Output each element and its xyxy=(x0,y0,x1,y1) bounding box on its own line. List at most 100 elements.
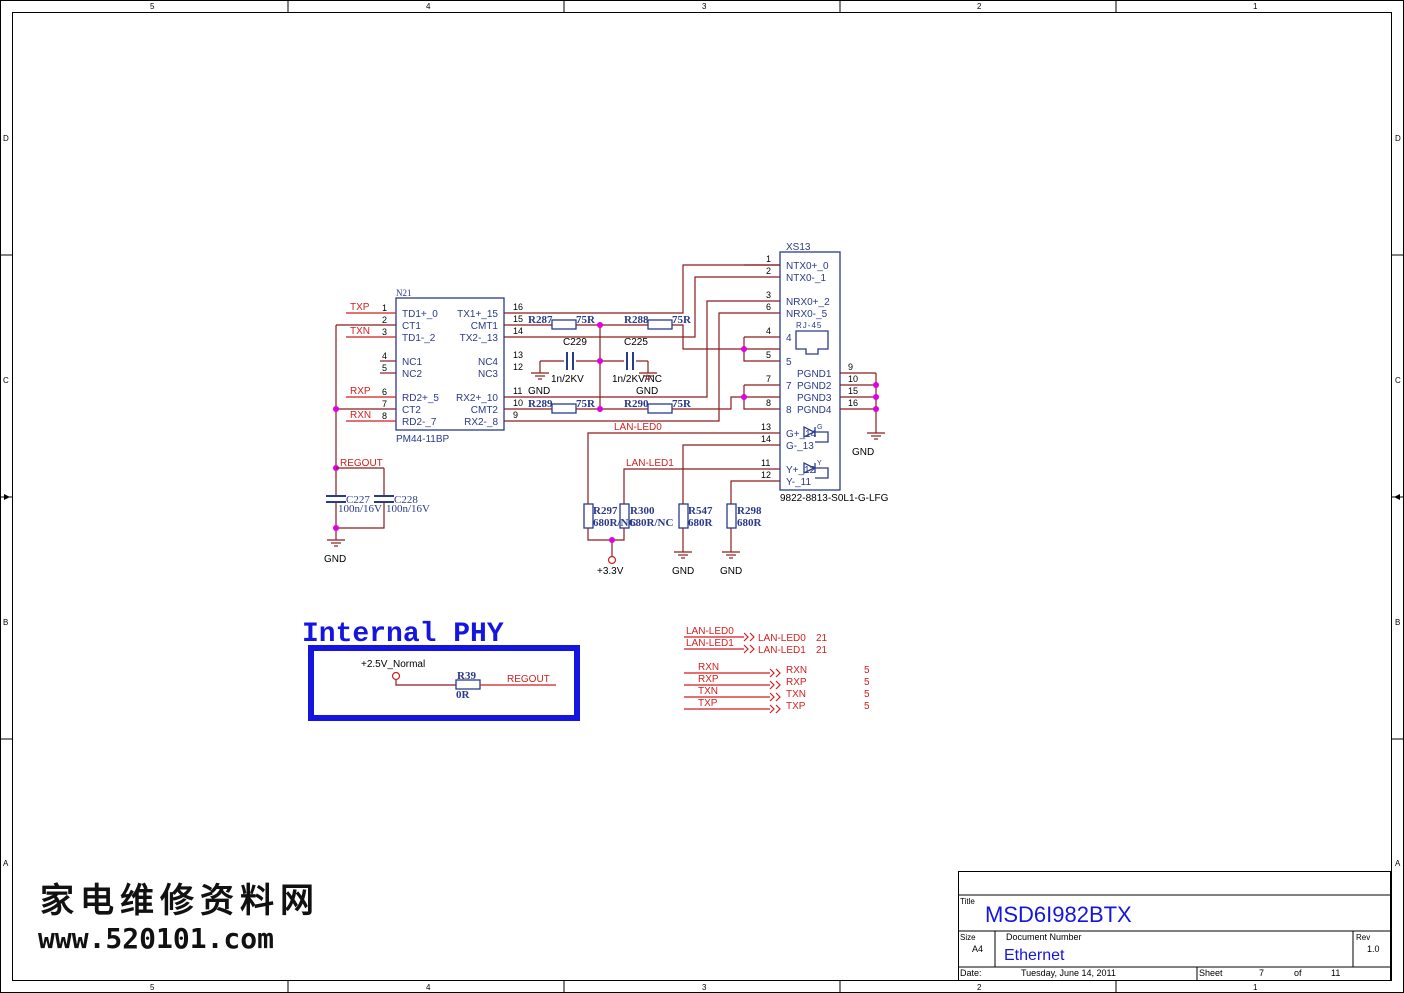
row-label: B xyxy=(3,618,8,627)
net-label: TXN xyxy=(350,326,370,337)
resistor-ref: R297 xyxy=(593,505,618,517)
pin-number: 9 xyxy=(513,410,518,420)
gnd-label: GND xyxy=(672,566,694,577)
pin-number: 13 xyxy=(513,350,523,360)
pin-name: PGND1 xyxy=(797,369,832,380)
pin-name: TD1-_2 xyxy=(402,333,436,344)
connector-ref: XS13 xyxy=(786,242,811,253)
resistor-ref: R300 xyxy=(630,505,655,517)
date-label: Date: xyxy=(960,968,982,978)
pin-number: 6 xyxy=(766,302,771,312)
pin-name: NC3 xyxy=(478,369,498,380)
pin-number: 4 xyxy=(766,326,771,336)
pin-name: RX2-_8 xyxy=(464,417,498,428)
pin-name: 7 xyxy=(786,381,792,392)
pin-name: 8 xyxy=(786,405,792,416)
resistor-r297 xyxy=(583,503,594,529)
pin-name: NC4 xyxy=(478,357,498,368)
offpage-label: LAN-LED1 xyxy=(758,645,806,656)
resistor-value: 75R xyxy=(576,398,596,410)
pin-name: NTX0+_0 xyxy=(786,261,829,272)
cap-value: 100n/16V xyxy=(386,503,430,515)
pin-name: NC2 xyxy=(402,369,422,380)
col-label: 5 xyxy=(150,983,155,992)
internal-phy-block: Internal PHY +2.5V_Normal R39 0R REGOUT xyxy=(302,619,580,721)
pin-number: 8 xyxy=(382,411,387,421)
pin-number: 16 xyxy=(848,398,858,408)
pin-number: 1 xyxy=(766,254,771,264)
pin-name: PGND2 xyxy=(797,381,832,392)
col-label: 3 xyxy=(702,983,707,992)
resistor-r287 xyxy=(551,319,577,330)
resistor-value: 680R/NC xyxy=(630,517,673,529)
pin-number: 4 xyxy=(382,351,387,361)
offpage-page: 5 xyxy=(864,677,870,688)
watermark-line2: www.520101.com xyxy=(38,922,274,955)
power-label: +3.3V xyxy=(597,566,624,577)
pin-name: 4 xyxy=(786,333,792,344)
row-label: D xyxy=(1395,134,1401,143)
col-label: 4 xyxy=(426,983,431,992)
rev-label: Rev xyxy=(1356,933,1370,942)
col-label: 2 xyxy=(977,983,982,992)
tx-rx-wiring xyxy=(504,264,780,422)
cap-value: 1n/2KV xyxy=(551,374,584,385)
net-label: REGOUT xyxy=(507,674,550,685)
cap-value: 1n/2KV/NC xyxy=(612,374,662,385)
pin-number: 5 xyxy=(382,363,387,373)
pin-number: 5 xyxy=(766,350,771,360)
gnd-label: GND xyxy=(324,554,346,565)
title-label: Title xyxy=(960,897,975,906)
transformer-part: PM44-11BP xyxy=(396,434,450,445)
resistor-value: 75R xyxy=(576,314,596,326)
net-label: LAN-LED1 xyxy=(626,458,674,469)
row-label: D xyxy=(3,134,9,143)
net-label: LAN-LED0 xyxy=(614,422,662,433)
pin-name: G+_14 xyxy=(786,429,817,440)
pin-number: 2 xyxy=(766,266,771,276)
pin-number: 11 xyxy=(761,458,770,468)
pin-number: 14 xyxy=(513,326,523,336)
phy-title: Internal PHY xyxy=(302,619,504,650)
pin-number: 3 xyxy=(382,327,387,337)
net-label: RXP xyxy=(350,386,371,397)
row-label: A xyxy=(1395,859,1401,868)
pin-name: NRX0-_5 xyxy=(786,309,828,320)
pin-number: 11 xyxy=(513,386,522,396)
gnd-label: GND xyxy=(720,566,742,577)
pin-number: 13 xyxy=(761,422,771,432)
size-label: Size xyxy=(960,933,976,942)
row-label: C xyxy=(3,376,9,385)
pin-number: 10 xyxy=(513,398,523,408)
col-label: 1 xyxy=(1253,2,1258,11)
termination-resistors: R287 75R R288 75R R289 75R R290 75R xyxy=(528,314,692,414)
pin-name: TX1+_15 xyxy=(457,309,498,320)
led-drive: LAN-LED0 LAN-LED1 R297 680R/NC R300 680R… xyxy=(583,422,780,577)
offpage-page: 21 xyxy=(816,633,828,644)
resistor-ref: R288 xyxy=(624,314,649,326)
offpage-label: TXP xyxy=(786,701,806,712)
offpage-page: 5 xyxy=(864,665,870,676)
pin-name: G-_13 xyxy=(786,441,814,452)
resistor-value: 75R xyxy=(672,398,692,410)
watermark: 家电维修资料网 www.520101.com xyxy=(38,881,314,955)
pin-number: 7 xyxy=(766,374,771,384)
gnd-label: GND xyxy=(528,386,550,397)
transformer-n21: N21 PM44-11BP TXP TXN RXP RXN 1 2 3 4 5 … xyxy=(336,288,550,445)
phy-supply: +2.5V_Normal xyxy=(361,659,425,670)
pin-number: 15 xyxy=(848,386,858,396)
resistor-ref: R287 xyxy=(528,314,553,326)
pin-name: CMT2 xyxy=(471,405,499,416)
pin-number: 12 xyxy=(761,470,771,480)
row-label: B xyxy=(1395,618,1400,627)
power-symbol-icon xyxy=(607,555,617,565)
power-symbol-icon xyxy=(391,671,401,681)
center-tap-network: REGOUT C227 100n/16V C228 100n/16V GND xyxy=(324,325,430,565)
led-letter: Y xyxy=(817,460,822,467)
col-label: 1 xyxy=(1253,983,1258,992)
pin-name: NRX0+_2 xyxy=(786,297,830,308)
docnum-label: Document Number xyxy=(1006,932,1082,942)
pin-name: RX2+_10 xyxy=(456,393,498,404)
